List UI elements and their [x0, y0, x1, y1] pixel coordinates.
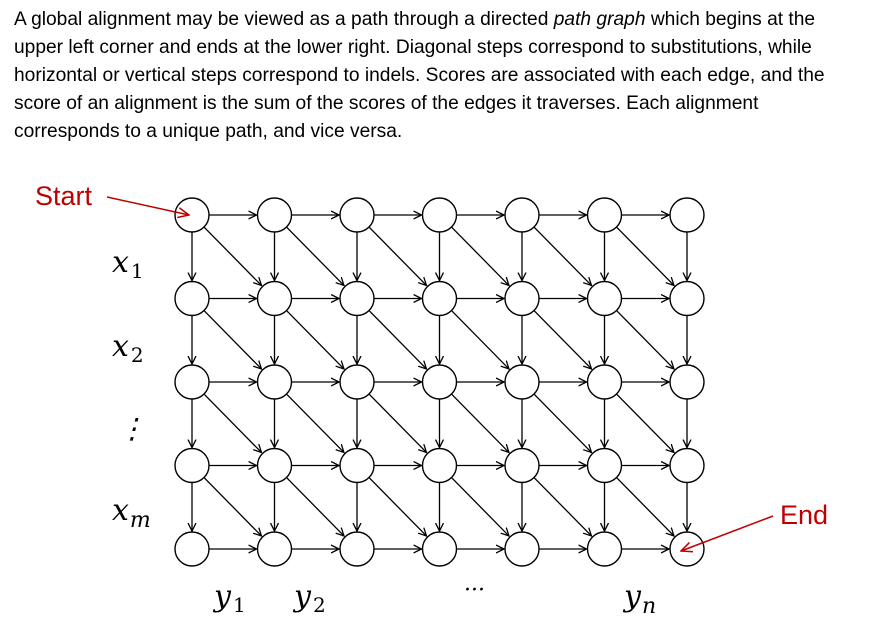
- graph-node: [504, 280, 540, 317]
- graph-node: [339, 280, 375, 317]
- graph-edges: [192, 215, 687, 549]
- row-label-xm: xm: [112, 493, 151, 533]
- graph-node: [669, 197, 705, 233]
- graph-node: [504, 364, 540, 400]
- diagonal-edge: [451, 310, 509, 369]
- graph-node: [339, 364, 375, 400]
- end-label: End: [780, 500, 828, 530]
- graph-node: [669, 280, 705, 317]
- graph-node: [586, 364, 623, 400]
- graph-node: [669, 447, 705, 484]
- diagonal-edge: [533, 393, 591, 452]
- diagonal-edge: [451, 226, 509, 285]
- diagonal-edge: [616, 477, 674, 536]
- graph-node: [174, 197, 210, 233]
- col-label-hdots: ···: [464, 578, 485, 603]
- diagonal-edge: [286, 310, 344, 369]
- diagonal-edge: [286, 226, 344, 285]
- row-label-vdots: ⋮: [118, 412, 146, 445]
- graph-node: [256, 197, 293, 233]
- diagonal-edge: [368, 226, 426, 285]
- graph-node: [421, 447, 458, 484]
- graph-node: [586, 447, 623, 484]
- diagonal-edge: [533, 226, 591, 285]
- graph-node: [174, 364, 210, 400]
- start-arrow: [106, 196, 189, 215]
- graph-node: [256, 447, 293, 484]
- paragraph-text-2: which begins at the upper left corner an…: [14, 9, 825, 142]
- diagonal-edge: [451, 477, 509, 536]
- diagonal-edge: [203, 393, 261, 452]
- col-label-yn: yn: [622, 579, 656, 619]
- diagonal-edge: [286, 477, 344, 536]
- diagonal-edge: [616, 310, 674, 369]
- graph-node: [174, 447, 210, 484]
- graph-node: [339, 531, 375, 567]
- start-label: Start: [35, 181, 93, 211]
- diagonal-edge: [203, 477, 261, 536]
- graph-node: [421, 364, 458, 400]
- graph-node: [421, 197, 458, 233]
- diagonal-edge: [451, 393, 509, 452]
- graph-node: [586, 197, 623, 233]
- graph-nodes: [174, 197, 705, 567]
- diagonal-edge: [368, 393, 426, 452]
- end-arrow: [681, 515, 774, 551]
- diagonal-edge: [203, 226, 261, 285]
- diagonal-edge: [616, 226, 674, 285]
- graph-node: [339, 447, 375, 484]
- graph-node: [421, 531, 458, 567]
- diagonal-edge: [533, 310, 591, 369]
- description-paragraph: A global alignment may be viewed as a pa…: [14, 6, 864, 146]
- paragraph-text-1: A global alignment may be viewed as a pa…: [14, 9, 554, 30]
- graph-node: [586, 531, 623, 567]
- graph-node: [504, 531, 540, 567]
- graph-node: [174, 531, 210, 567]
- diagonal-edge: [533, 477, 591, 536]
- graph-node: [339, 197, 375, 233]
- graph-node: [256, 531, 293, 567]
- graph-node: [256, 364, 293, 400]
- diagonal-edge: [286, 393, 344, 452]
- graph-node: [421, 280, 458, 317]
- graph-node: [669, 364, 705, 400]
- graph-node: [504, 447, 540, 484]
- graph-node: [174, 280, 210, 317]
- paragraph-emphasis: path graph: [553, 9, 646, 30]
- diagonal-edge: [203, 310, 261, 369]
- graph-node: [586, 280, 623, 317]
- graph-node: [256, 280, 293, 317]
- diagonal-edge: [616, 393, 674, 452]
- diagonal-edge: [368, 477, 426, 536]
- graph-node: [504, 197, 540, 233]
- diagonal-edge: [368, 310, 426, 369]
